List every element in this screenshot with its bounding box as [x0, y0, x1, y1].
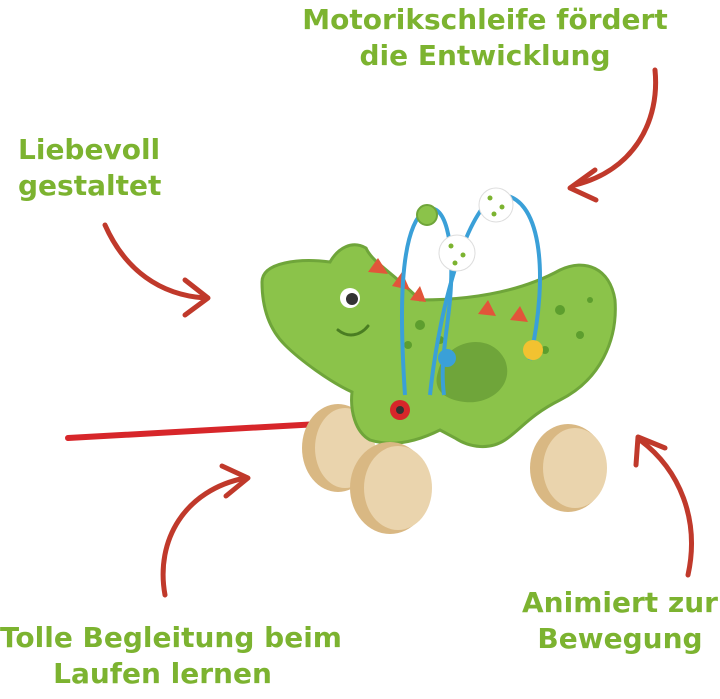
- callout-bottom-line2: Laufen lernen: [53, 657, 272, 690]
- wheel-front-left: [350, 442, 432, 534]
- callout-encourages-movement: Animiert zur Bewegung: [520, 585, 720, 657]
- callout-left-line2: gestaltet: [18, 169, 162, 202]
- arrow-icon: [102, 222, 211, 318]
- callout-top-line2: die Entwicklung: [359, 39, 611, 72]
- callout-bottom-line1: Tolle Begleitung beim: [0, 621, 342, 654]
- callout-top-line1: Motorikschleife fördert: [302, 3, 668, 36]
- arrow-icon: [567, 67, 659, 203]
- callout-motor-loop: Motorikschleife fördert die Entwicklung: [290, 2, 680, 74]
- wheel-front-right: [530, 424, 607, 512]
- arrow-icon: [633, 434, 694, 578]
- callout-right-line1: Animiert zur: [522, 586, 718, 619]
- callout-lovingly-designed: Liebevoll gestaltet: [18, 132, 183, 204]
- callout-walking-companion: Tolle Begleitung beim Laufen lernen: [0, 620, 342, 692]
- callout-left-line1: Liebevoll: [18, 133, 161, 166]
- arrow-icon: [160, 463, 251, 598]
- callout-right-line2: Bewegung: [537, 622, 703, 655]
- bead-maze: [390, 187, 543, 420]
